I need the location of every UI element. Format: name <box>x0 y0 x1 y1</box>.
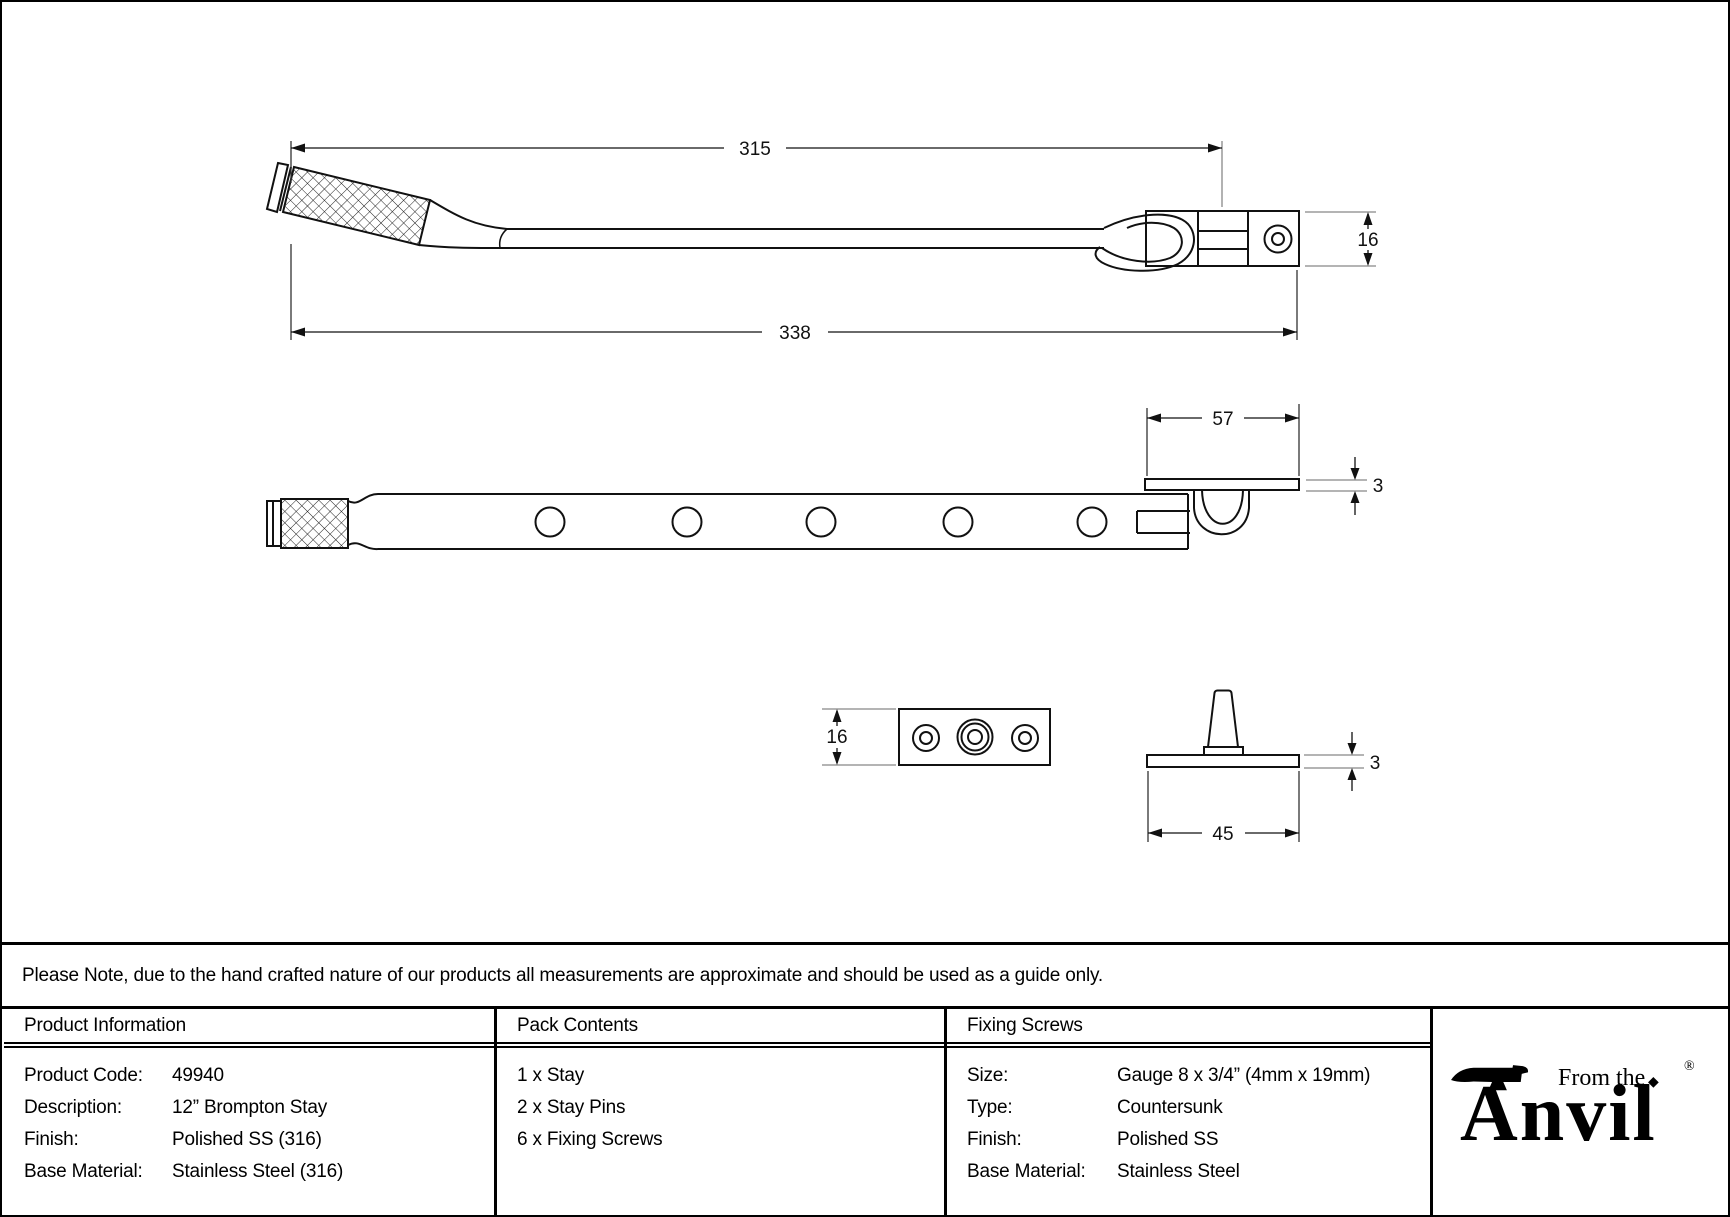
dim-57: 57 <box>1146 404 1300 476</box>
fixing-screws-header: Fixing Screws <box>947 1009 1430 1048</box>
table-row: Size: Gauge 8 x 3/4” (4mm x 19mm) <box>967 1060 1430 1092</box>
table-row: Product Code: 49940 <box>24 1060 494 1092</box>
row-value: Stainless Steel (316) <box>172 1161 344 1182</box>
fixing-screws-column: Fixing Screws Size: Gauge 8 x 3/4” (4mm … <box>944 1009 1430 1215</box>
keep-front-view <box>898 708 1051 766</box>
table-row: Finish: Polished SS <box>967 1124 1430 1156</box>
technical-drawing: 315 338 16 <box>265 139 1383 845</box>
row-value: Stainless Steel <box>1117 1161 1240 1182</box>
dim-16-keep: 16 <box>822 708 896 766</box>
row-label: Base Material: <box>24 1161 143 1182</box>
dim-label-315: 315 <box>739 139 771 160</box>
table-row: Finish: Polished SS (316) <box>24 1124 494 1156</box>
row-label: Size: <box>967 1065 1009 1086</box>
dim-label-45: 45 <box>1212 824 1233 845</box>
list-item: 1 x Stay <box>517 1065 585 1086</box>
row-value: Gauge 8 x 3/4” (4mm x 19mm) <box>1117 1065 1371 1086</box>
table-row: Description: 12” Brompton Stay <box>24 1092 494 1124</box>
stay-plan-view <box>266 478 1300 551</box>
dim-315: 315 <box>290 139 1223 207</box>
row-value: Polished SS <box>1117 1129 1219 1150</box>
dim-338: 338 <box>290 244 1298 344</box>
row-label: Description: <box>24 1097 122 1118</box>
table-row: Type: Countersunk <box>967 1092 1430 1124</box>
measurement-note: Please Note, due to the hand crafted nat… <box>2 942 1728 1009</box>
row-label: Type: <box>967 1097 1013 1118</box>
pack-contents-header: Pack Contents <box>497 1009 944 1048</box>
diamond-icon: ◆ <box>1648 1073 1659 1089</box>
row-value: 49940 <box>172 1065 224 1086</box>
dim-45: 45 <box>1147 771 1300 845</box>
row-value: 12” Brompton Stay <box>172 1097 328 1118</box>
pack-contents-column: Pack Contents 1 x Stay 2 x Stay Pins 6 x… <box>494 1009 944 1215</box>
list-item: 6 x Fixing Screws <box>517 1129 663 1150</box>
anvil-icon <box>1451 1065 1529 1091</box>
row-label: Product Code: <box>24 1065 143 1086</box>
dim-label-16-keep: 16 <box>826 727 847 748</box>
stay-pin-view <box>1146 689 1300 768</box>
brand-column <box>1430 1009 1726 1215</box>
dim-label-3-keep-plate: 3 <box>1373 476 1384 497</box>
product-information-body: Product Code: 49940 Description: 12” Bro… <box>4 1048 494 1188</box>
table-row: Base Material: Stainless Steel <box>967 1156 1430 1188</box>
table-row: Base Material: Stainless Steel (316) <box>24 1156 494 1188</box>
row-label: Base Material: <box>967 1161 1086 1182</box>
row-value: Countersunk <box>1117 1097 1223 1118</box>
row-value: Polished SS (316) <box>172 1129 322 1150</box>
dim-label-3-pin-plate: 3 <box>1370 753 1381 774</box>
dim-label-57: 57 <box>1212 409 1233 430</box>
list-item: 2 x Stay Pins <box>517 1097 626 1118</box>
fixing-screws-body: Size: Gauge 8 x 3/4” (4mm x 19mm) Type: … <box>947 1048 1430 1188</box>
brand-name: Anvil <box>1460 1070 1657 1158</box>
row-label: Finish: <box>24 1129 79 1150</box>
product-information-header: Product Information <box>4 1009 494 1048</box>
registered-trademark: ® <box>1684 1059 1695 1074</box>
measurement-note-text: Please Note, due to the hand crafted nat… <box>22 964 1103 986</box>
stay-side-view <box>265 161 1300 272</box>
row-label: Finish: <box>967 1129 1022 1150</box>
dim-label-16-end-block: 16 <box>1357 230 1378 251</box>
product-information-column: Product Information Product Code: 49940 … <box>4 1009 494 1215</box>
dim-3-pin-plate: 3 <box>1304 732 1380 791</box>
dim-3-keep-plate: 3 <box>1306 457 1383 515</box>
pack-contents-body: 1 x Stay 2 x Stay Pins 6 x Fixing Screws <box>497 1048 944 1156</box>
dim-label-338: 338 <box>779 323 811 344</box>
dim-16-end-block: 16 <box>1305 211 1379 267</box>
brand-prefix: From the <box>1558 1065 1646 1091</box>
